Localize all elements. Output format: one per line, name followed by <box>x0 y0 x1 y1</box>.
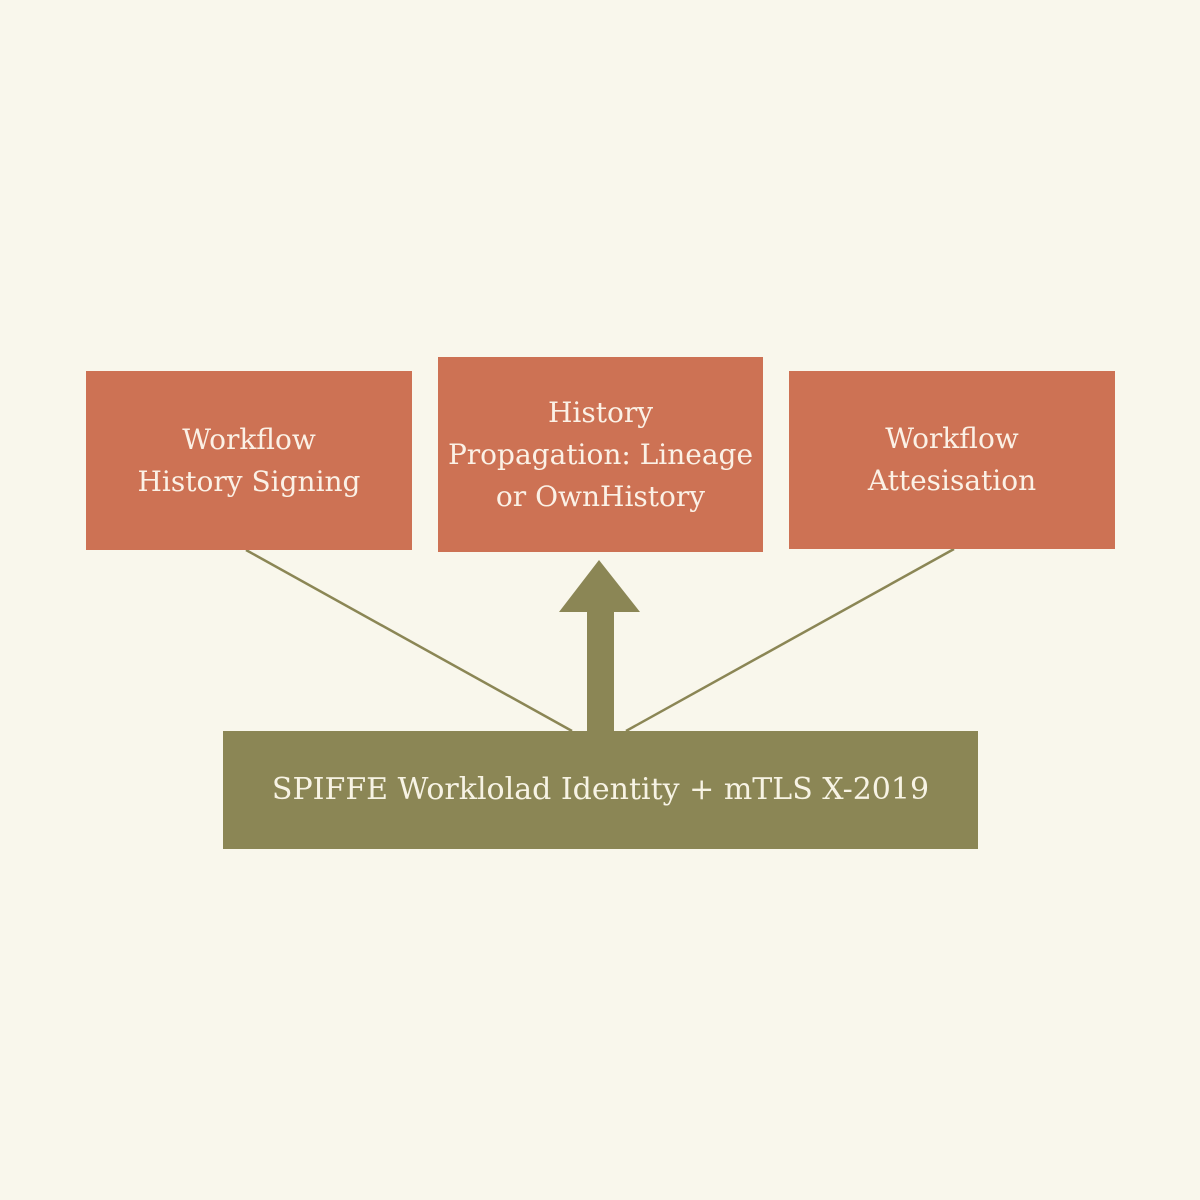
connector-line-right <box>625 547 955 733</box>
up-arrow-head <box>559 560 640 612</box>
spiffe-identity-base-label: SPIFFE Worklolad Identity + mTLS X-2019 <box>271 772 930 807</box>
up-arrow <box>559 560 640 732</box>
workflow-attestation-label: Workflow Attesisation <box>867 422 1037 497</box>
workflow-attestation-box: Workflow Attesisation <box>789 371 1115 549</box>
spiffe-identity-base-box: SPIFFE Worklolad Identity + mTLS X-2019 <box>223 731 978 849</box>
workflow-history-signing-box: Workflow History Signing <box>86 371 412 550</box>
workflow-history-signing-label: Workflow History Signing <box>137 422 361 498</box>
history-propagation-label: History Propagation: Lineage or OwnHisto… <box>447 395 754 513</box>
up-arrow-shaft <box>587 608 614 732</box>
connector-line-left <box>245 548 573 733</box>
history-propagation-box: History Propagation: Lineage or OwnHisto… <box>438 357 763 552</box>
